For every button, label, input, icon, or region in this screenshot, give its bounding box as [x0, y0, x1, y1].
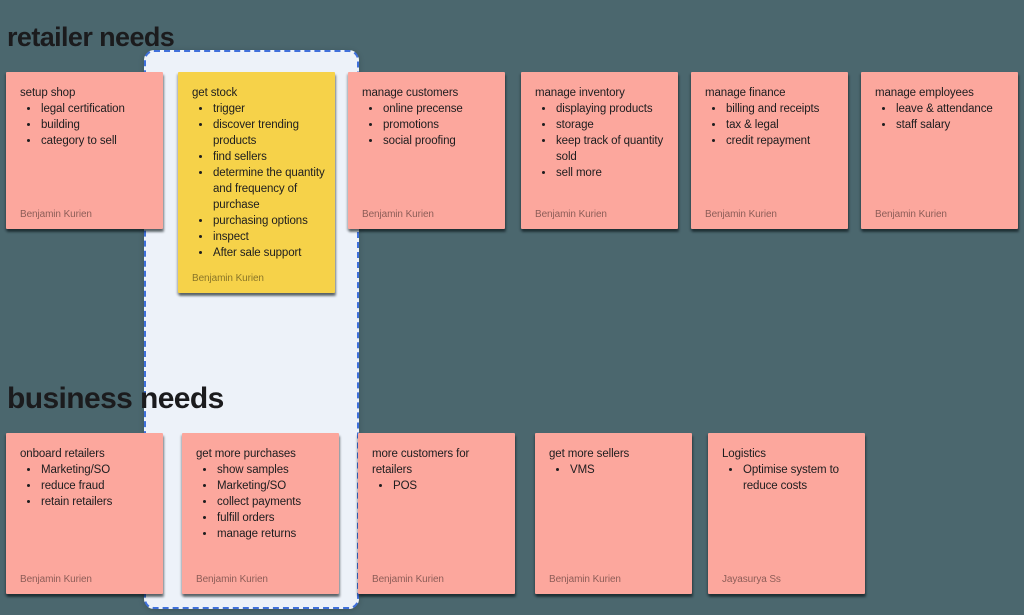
- note-bullet: online precense: [382, 101, 496, 117]
- note-title: setup shop: [20, 87, 76, 99]
- note-bullet: building: [40, 117, 154, 133]
- section-title-retailer-needs[interactable]: retailer needs: [7, 22, 175, 53]
- note-bullet-list: displaying productsstoragekeep track of …: [535, 101, 669, 181]
- section-title-business-needs[interactable]: business needs: [7, 382, 224, 416]
- note-author: Benjamin Kurien: [535, 209, 607, 220]
- note-bullet-list: online precensepromotionssocial proofing: [362, 101, 496, 149]
- note-title: manage finance: [705, 87, 786, 99]
- note-bullet-list: legal certificationbuildingcategory to s…: [20, 101, 154, 149]
- sticky-note-manage-finance[interactable]: manage finance billing and receiptstax & …: [691, 72, 848, 229]
- note-bullet-list: triggerdiscover trending productsfind se…: [192, 101, 326, 261]
- note-title: Logistics: [722, 448, 766, 460]
- note-author: Benjamin Kurien: [192, 273, 264, 284]
- note-title: manage employees: [875, 87, 974, 99]
- sticky-note-get-more-sellers[interactable]: get more sellersVMS Benjamin Kurien: [535, 433, 692, 594]
- sticky-note-manage-inventory[interactable]: manage inventory displaying productsstora…: [521, 72, 678, 229]
- note-title: onboard retailers: [20, 448, 105, 460]
- sticky-note-get-more-purchases[interactable]: get more purchases show samplesMarketing/…: [182, 433, 339, 594]
- note-bullet: keep track of quantity sold: [555, 133, 669, 165]
- note-bullet: sell more: [555, 165, 669, 181]
- sticky-note-more-customers-for-retailers[interactable]: more customers for retailersPOS Benjamin …: [358, 433, 515, 594]
- note-bullet: After sale support: [212, 245, 326, 261]
- note-bullet-list: VMS: [549, 462, 683, 478]
- sticky-note-onboard-retailers[interactable]: onboard retailersMarketing/SOreduce frau…: [6, 433, 163, 594]
- note-bullet: displaying products: [555, 101, 669, 117]
- note-bullet: Marketing/SO: [40, 462, 154, 478]
- note-author: Benjamin Kurien: [372, 574, 444, 585]
- note-bullet: leave & attendance: [895, 101, 1009, 117]
- note-bullet-list: leave & attendancestaff salary: [875, 101, 1009, 133]
- note-bullet: credit repayment: [725, 133, 839, 149]
- note-author: Jayasurya Ss: [722, 574, 781, 585]
- note-bullet: storage: [555, 117, 669, 133]
- note-bullet-list: billing and receiptstax & legalcredit re…: [705, 101, 839, 149]
- note-bullet: manage returns: [216, 526, 330, 542]
- sticky-note-logistics[interactable]: LogisticsOptimise system to reduce costs…: [708, 433, 865, 594]
- note-bullet: find sellers: [212, 149, 326, 165]
- note-bullet: VMS: [569, 462, 683, 478]
- note-bullet: tax & legal: [725, 117, 839, 133]
- note-author: Benjamin Kurien: [196, 574, 268, 585]
- note-bullet: POS: [392, 478, 506, 494]
- note-author: Benjamin Kurien: [362, 209, 434, 220]
- sticky-note-setup-shop[interactable]: setup shop legal certificationbuildingcat…: [6, 72, 163, 229]
- note-author: Benjamin Kurien: [20, 209, 92, 220]
- note-author: Benjamin Kurien: [705, 209, 777, 220]
- note-bullet: social proofing: [382, 133, 496, 149]
- note-bullet-list: POS: [372, 478, 506, 494]
- note-bullet: inspect: [212, 229, 326, 245]
- note-bullet: Marketing/SO: [216, 478, 330, 494]
- note-bullet: promotions: [382, 117, 496, 133]
- note-bullet: determine the quantity and frequency of …: [212, 165, 326, 213]
- note-title: more customers for retailers: [372, 448, 470, 476]
- note-bullet: Optimise system to reduce costs: [742, 462, 856, 494]
- note-author: Benjamin Kurien: [875, 209, 947, 220]
- note-bullet: show samples: [216, 462, 330, 478]
- note-bullet: retain retailers: [40, 494, 154, 510]
- note-bullet: staff salary: [895, 117, 1009, 133]
- note-bullet: billing and receipts: [725, 101, 839, 117]
- note-bullet: fulfill orders: [216, 510, 330, 526]
- note-bullet: purchasing options: [212, 213, 326, 229]
- note-title: get more sellers: [549, 448, 630, 460]
- note-author: Benjamin Kurien: [549, 574, 621, 585]
- sticky-note-get-stock[interactable]: get stock triggerdiscover trending produc…: [178, 72, 335, 293]
- note-author: Benjamin Kurien: [20, 574, 92, 585]
- sticky-note-manage-customers[interactable]: manage customers online precensepromotion…: [348, 72, 505, 229]
- note-bullet: discover trending products: [212, 117, 326, 149]
- note-bullet: category to sell: [40, 133, 154, 149]
- note-bullet: legal certification: [40, 101, 154, 117]
- note-title: get stock: [192, 87, 238, 99]
- note-bullet: reduce fraud: [40, 478, 154, 494]
- note-title: get more purchases: [196, 448, 296, 460]
- note-bullet-list: show samplesMarketing/SOcollect payments…: [196, 462, 330, 542]
- note-bullet-list: Optimise system to reduce costs: [722, 462, 856, 494]
- note-bullet-list: Marketing/SOreduce fraudretain retailers: [20, 462, 154, 510]
- sticky-note-manage-employees[interactable]: manage employees leave & attendancestaff …: [861, 72, 1018, 229]
- note-title: manage inventory: [535, 87, 625, 99]
- note-bullet: collect payments: [216, 494, 330, 510]
- note-title: manage customers: [362, 87, 459, 99]
- note-bullet: trigger: [212, 101, 326, 117]
